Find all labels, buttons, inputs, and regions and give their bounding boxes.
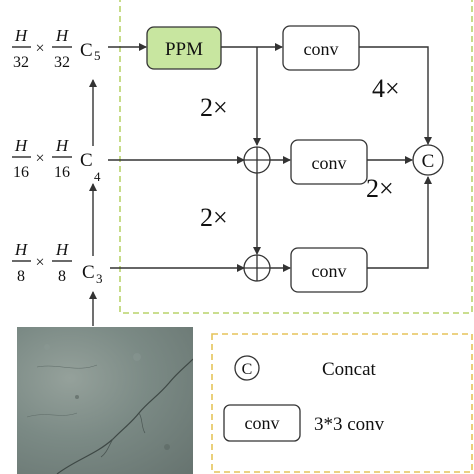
c4-fraction1-denominator: 16 bbox=[13, 164, 29, 181]
c5-fraction1-numerator: H bbox=[14, 26, 29, 45]
c3-subscript: 3 bbox=[96, 271, 103, 286]
upsample-4x-label: 4× bbox=[372, 74, 400, 103]
upsample-2x-label-2: 2× bbox=[200, 203, 228, 232]
scale-label-c5: H 32 × H 32 C 5 bbox=[12, 26, 101, 71]
concat-circle-icon bbox=[412, 144, 444, 176]
concat-symbol: C bbox=[422, 151, 435, 172]
legend-conv-text: 3*3 conv bbox=[314, 414, 385, 435]
scale-label-c4: H 16 × H 16 C 4 bbox=[12, 136, 101, 184]
c4-fraction1-numerator: H bbox=[14, 136, 29, 155]
c4-fraction2-numerator: H bbox=[55, 136, 70, 155]
c3-times-sign: × bbox=[35, 254, 44, 271]
c5-label: C bbox=[80, 40, 93, 61]
arrow-conv-bottom-to-concat bbox=[367, 176, 432, 269]
c4-subscript: 4 bbox=[94, 169, 101, 184]
c5-times-sign: × bbox=[35, 40, 44, 57]
c3-fraction2-denominator: 8 bbox=[58, 268, 66, 285]
legend-concat-text: Concat bbox=[322, 359, 377, 380]
legend-concat-symbol: C bbox=[242, 361, 253, 378]
c4-label: C bbox=[80, 150, 93, 171]
scale-label-c3: H 8 × H 8 C 3 bbox=[12, 240, 103, 286]
c5-fraction2-denominator: 32 bbox=[54, 54, 70, 71]
conv-bottom-label: conv bbox=[312, 261, 347, 281]
c4-times-sign: × bbox=[35, 150, 44, 167]
c5-subscript: 5 bbox=[94, 48, 101, 63]
legend-dashed-frame bbox=[211, 333, 473, 473]
upsample-2x-label-1: 2× bbox=[200, 93, 228, 122]
input-crack-image bbox=[17, 327, 193, 474]
conv-bottom-block bbox=[290, 247, 368, 293]
ppm-label: PPM bbox=[165, 39, 203, 60]
legend-conv-box bbox=[223, 404, 301, 442]
ppm-block bbox=[146, 26, 222, 70]
crack-texture bbox=[26, 344, 193, 474]
legend-conv-box-label: conv bbox=[245, 413, 280, 433]
decoder-dashed-frame bbox=[119, 0, 473, 314]
c5-fraction2-numerator: H bbox=[55, 26, 70, 45]
conv-top-block bbox=[282, 25, 360, 71]
legend-concat-icon bbox=[234, 355, 260, 381]
concat-node: C bbox=[412, 144, 444, 176]
c4-fraction2-denominator: 16 bbox=[54, 164, 70, 181]
c3-fraction1-numerator: H bbox=[14, 240, 29, 259]
legend: C Concat conv 3*3 conv bbox=[223, 355, 385, 442]
c3-label: C bbox=[82, 262, 95, 283]
arrow-conv-top-to-concat bbox=[359, 46, 432, 145]
sum-bottom-icon bbox=[243, 254, 271, 282]
c3-fraction1-denominator: 8 bbox=[17, 268, 25, 285]
conv-top-label: conv bbox=[304, 39, 339, 59]
c5-fraction1-denominator: 32 bbox=[13, 54, 29, 71]
conv-mid-block bbox=[290, 139, 368, 185]
conv-mid-label: conv bbox=[312, 153, 347, 173]
c3-fraction2-numerator: H bbox=[55, 240, 70, 259]
upsample-2x-label-3: 2× bbox=[366, 174, 394, 203]
sum-mid-icon bbox=[243, 146, 271, 174]
